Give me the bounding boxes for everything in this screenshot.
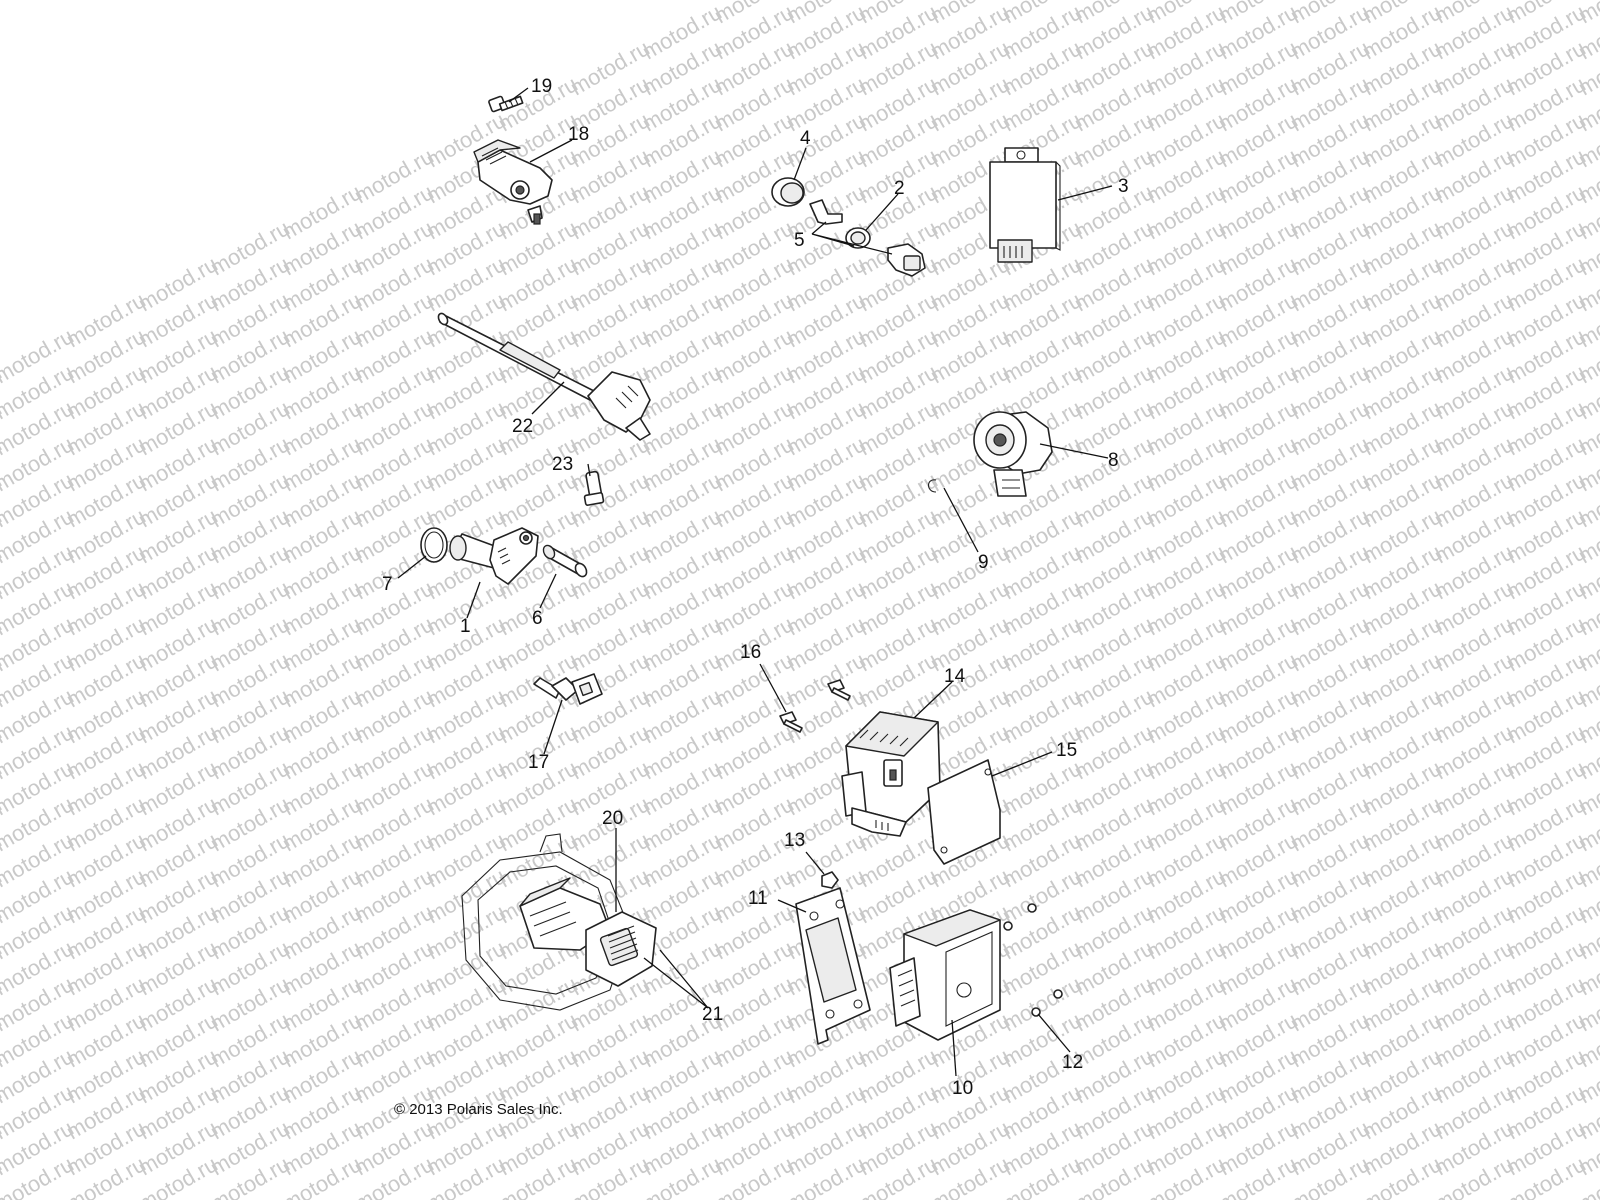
callout-22: 22: [512, 416, 533, 437]
callout-23: 23: [552, 454, 573, 475]
callout-11: 11: [748, 888, 768, 909]
callout-3: 3: [1118, 176, 1129, 197]
callout-9: 9: [978, 552, 989, 573]
callout-5: 5: [794, 230, 805, 251]
callout-7: 7: [382, 574, 393, 595]
callout-19: 19: [531, 76, 552, 97]
callout-14: 14: [944, 666, 966, 687]
callout-18: 18: [568, 124, 589, 145]
callout-6: 6: [532, 608, 543, 629]
part-3-relay-module: [989, 147, 1061, 263]
callout-21: 21: [702, 1004, 723, 1025]
callout-8: 8: [1108, 450, 1119, 471]
callout-1: 1: [460, 616, 471, 637]
callout-17: 17: [528, 752, 549, 773]
copyright-notice: © 2013 Polaris Sales Inc.: [394, 1101, 563, 1118]
part-4-cap: [771, 177, 805, 207]
callout-2: 2: [894, 178, 905, 199]
callout-12: 12: [1062, 1052, 1083, 1073]
callout-10: 10: [952, 1078, 973, 1099]
callout-20: 20: [602, 808, 623, 829]
callout-15: 15: [1056, 740, 1077, 761]
callout-4: 4: [800, 128, 811, 149]
callout-16: 16: [740, 642, 761, 663]
callout-13: 13: [784, 830, 805, 851]
